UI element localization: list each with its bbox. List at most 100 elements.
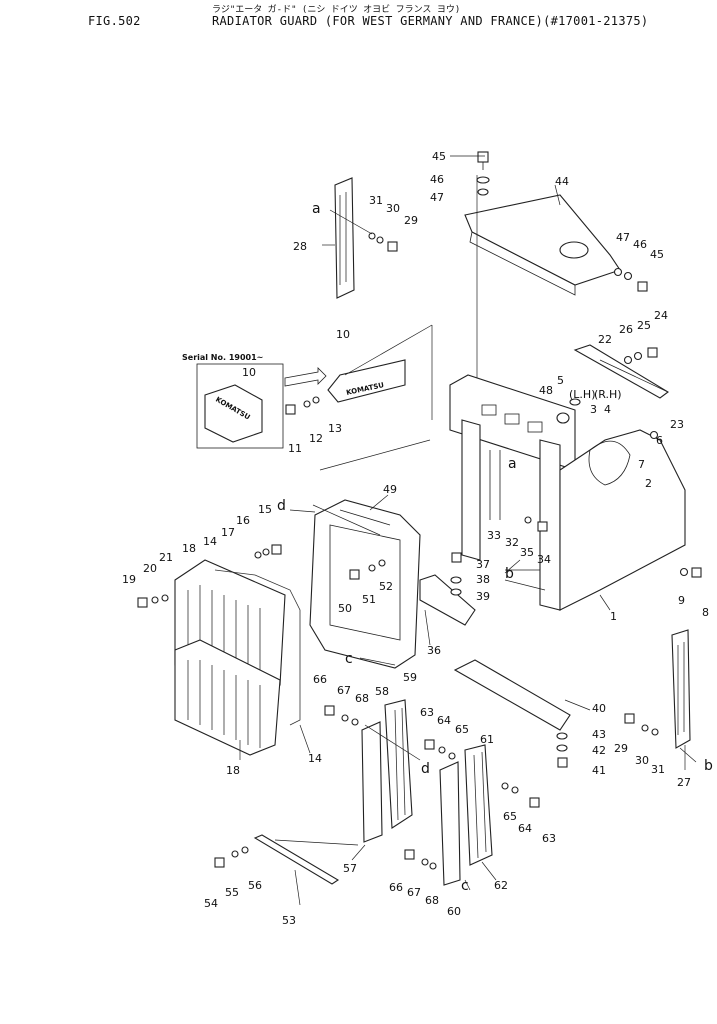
callout-53: 53: [282, 914, 296, 927]
callout-41: 41: [592, 764, 606, 777]
radiator-core-part: [309, 499, 421, 669]
callout-33: 33: [487, 529, 501, 542]
front-grille-lower: [174, 639, 281, 756]
plate-part: [419, 574, 476, 626]
callout-59: 59: [403, 671, 417, 684]
serial-inset-box: Serial No. 19001~ KOMATSU: [182, 353, 284, 449]
callout-64-mid: 64: [437, 714, 451, 727]
callout-62: 62: [494, 879, 508, 892]
callout-28: 28: [293, 240, 307, 253]
inset-serial-label: Serial No. 19001~: [182, 353, 263, 362]
callout-64-right: 64: [518, 822, 532, 835]
callout-58: 58: [375, 685, 389, 698]
figure-number: FIG.502: [88, 14, 141, 28]
reference-letters: a a b b c c d d: [277, 201, 713, 894]
callout-35: 35: [520, 546, 534, 559]
ref-letter-a: a: [312, 201, 321, 217]
side-grille-part: [334, 177, 355, 299]
callout-61: 61: [480, 733, 494, 746]
emblem-part: KOMATSU: [327, 359, 406, 403]
callout-67-bottom: 67: [407, 886, 421, 899]
callout-18-lower: 18: [226, 764, 240, 777]
callout-47-right: 47: [616, 231, 630, 244]
callout-29-right: 29: [614, 742, 628, 755]
callout-14-lower: 14: [308, 752, 322, 765]
callout-6: 6: [656, 434, 663, 447]
callout-68-left: 68: [355, 692, 369, 705]
callout-49: 49: [383, 483, 397, 496]
callout-30-right: 30: [635, 754, 649, 767]
leader-lines: [239, 155, 697, 906]
callout-10: 10: [336, 328, 350, 341]
callout-25: 25: [637, 319, 651, 332]
callout-36: 36: [427, 644, 441, 657]
callout-3: 3: [590, 403, 597, 416]
callout-50: 50: [338, 602, 352, 615]
side-grille-part: [671, 629, 691, 749]
callout-63-mid: 63: [420, 706, 434, 719]
callout-1: 1: [610, 610, 617, 623]
ref-letter-b: b: [704, 758, 713, 774]
callout-23: 23: [670, 418, 684, 431]
top-cover-part: [464, 194, 621, 296]
lower-panels: [361, 699, 493, 886]
callout-19: 19: [122, 573, 136, 586]
figure-title: RADIATOR GUARD (FOR WEST GERMANY AND FRA…: [212, 14, 649, 28]
callout-30-top: 30: [386, 202, 400, 215]
rh-label: (R.H): [594, 388, 622, 401]
callout-31-top: 31: [369, 194, 383, 207]
callout-46-right: 46: [633, 238, 647, 251]
callout-37: 37: [476, 558, 490, 571]
callout-20: 20: [143, 562, 157, 575]
callout-55: 55: [225, 886, 239, 899]
callout-44: 44: [555, 175, 569, 188]
callout-67-left: 67: [337, 684, 351, 697]
callout-11: 11: [288, 442, 302, 455]
callout-29-top: 29: [404, 214, 418, 227]
callout-24: 24: [654, 309, 668, 322]
callout-42: 42: [592, 744, 606, 757]
callout-48: 48: [539, 384, 553, 397]
callout-39: 39: [476, 590, 490, 603]
callout-7: 7: [638, 458, 645, 471]
lower-guard-part: [453, 659, 571, 731]
ref-letter-c: c: [461, 878, 469, 894]
callout-56: 56: [248, 879, 262, 892]
callout-labels: 1 2 3 4 5 6 7 8 9 10 10 11 12 13 14 14 1…: [122, 150, 709, 927]
callout-32: 32: [505, 536, 519, 549]
mesh-part: [214, 569, 301, 726]
callout-8: 8: [702, 606, 709, 619]
ref-letter-c: c: [345, 651, 353, 667]
callout-65-right: 65: [503, 810, 517, 823]
callout-45-right: 45: [650, 248, 664, 261]
callout-63-right: 63: [542, 832, 556, 845]
callout-43: 43: [592, 728, 606, 741]
callout-65-mid: 65: [455, 723, 469, 736]
callout-5: 5: [557, 374, 564, 387]
callout-14-upper: 14: [203, 535, 217, 548]
callout-12: 12: [309, 432, 323, 445]
ref-letter-d: d: [421, 761, 430, 777]
callout-26: 26: [619, 323, 633, 336]
callout-66-left: 66: [313, 673, 327, 686]
callout-40: 40: [592, 702, 606, 715]
callout-4: 4: [604, 403, 611, 416]
callout-10-inset: 10: [242, 366, 256, 379]
callout-13: 13: [328, 422, 342, 435]
callout-54: 54: [204, 897, 218, 910]
radiator-frame-part: [449, 374, 686, 611]
callout-51: 51: [362, 593, 376, 606]
callout-17: 17: [221, 526, 235, 539]
callout-57: 57: [343, 862, 357, 875]
callout-2: 2: [645, 477, 652, 490]
fasteners: [137, 151, 702, 870]
callout-68-bottom: 68: [425, 894, 439, 907]
callout-21: 21: [159, 551, 173, 564]
callout-60: 60: [447, 905, 461, 918]
callout-47-top: 47: [430, 191, 444, 204]
callout-52: 52: [379, 580, 393, 593]
callout-45-top: 45: [432, 150, 446, 163]
callout-16: 16: [236, 514, 250, 527]
callout-22: 22: [598, 333, 612, 346]
